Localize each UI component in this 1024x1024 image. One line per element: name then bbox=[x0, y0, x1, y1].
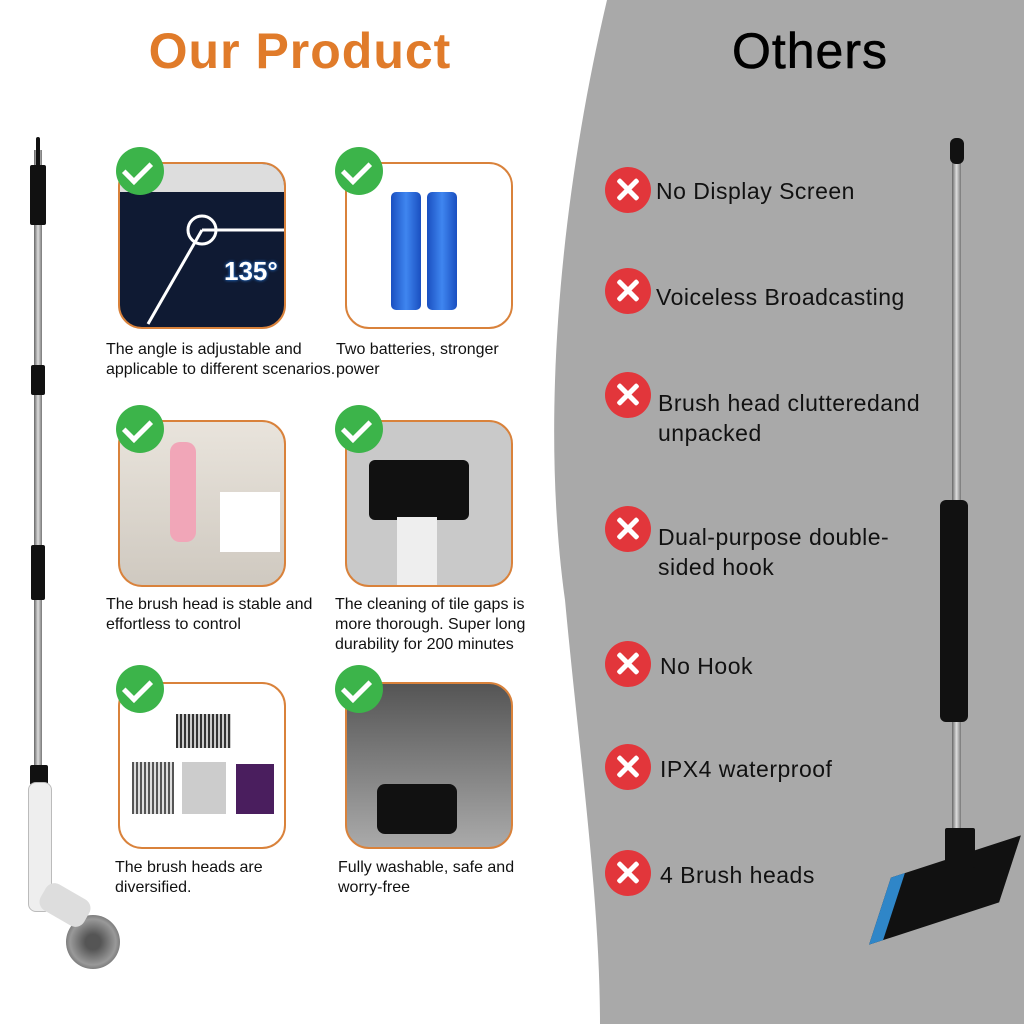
woman-cleaning-image bbox=[118, 420, 286, 587]
cross-icon bbox=[605, 641, 651, 687]
feature-caption: The cleaning of tile gaps is more thorou… bbox=[335, 596, 526, 653]
others-item: Brush head clutteredand unpacked bbox=[658, 390, 921, 446]
cross-icon bbox=[605, 506, 651, 552]
feature-caption: Two batteries, stronger power bbox=[336, 341, 499, 378]
our-product-title: Our Product bbox=[148, 23, 452, 79]
check-icon bbox=[335, 147, 383, 195]
check-icon bbox=[116, 405, 164, 453]
others-item: No Display Screen bbox=[656, 178, 855, 204]
check-icon bbox=[116, 665, 164, 713]
tile-gap-image bbox=[345, 420, 513, 587]
check-icon bbox=[116, 147, 164, 195]
others-item: 4 Brush heads bbox=[660, 862, 815, 888]
cross-icon bbox=[605, 268, 651, 314]
cross-icon bbox=[605, 372, 651, 418]
cross-icon bbox=[605, 744, 651, 790]
feature-caption: The angle is adjustable and applicable t… bbox=[106, 341, 336, 378]
others-item: Dual-purpose double-sided hook bbox=[658, 524, 890, 580]
others-title: Others bbox=[731, 23, 889, 80]
feature-caption: The brush heads are diversified. bbox=[115, 859, 263, 896]
others-item: IPX4 waterproof bbox=[660, 756, 833, 782]
feature-caption: Fully washable, safe and worry-free bbox=[338, 859, 515, 896]
others-item: No Hook bbox=[660, 653, 753, 679]
feature-caption: The brush head is stable and effortless … bbox=[106, 596, 313, 633]
angle-label: 135° bbox=[224, 256, 278, 286]
cross-icon bbox=[605, 167, 651, 213]
check-icon bbox=[335, 665, 383, 713]
others-item: Voiceless Broadcasting bbox=[656, 284, 905, 310]
washable-image bbox=[345, 682, 513, 849]
cross-icon bbox=[605, 850, 651, 896]
check-icon bbox=[335, 405, 383, 453]
